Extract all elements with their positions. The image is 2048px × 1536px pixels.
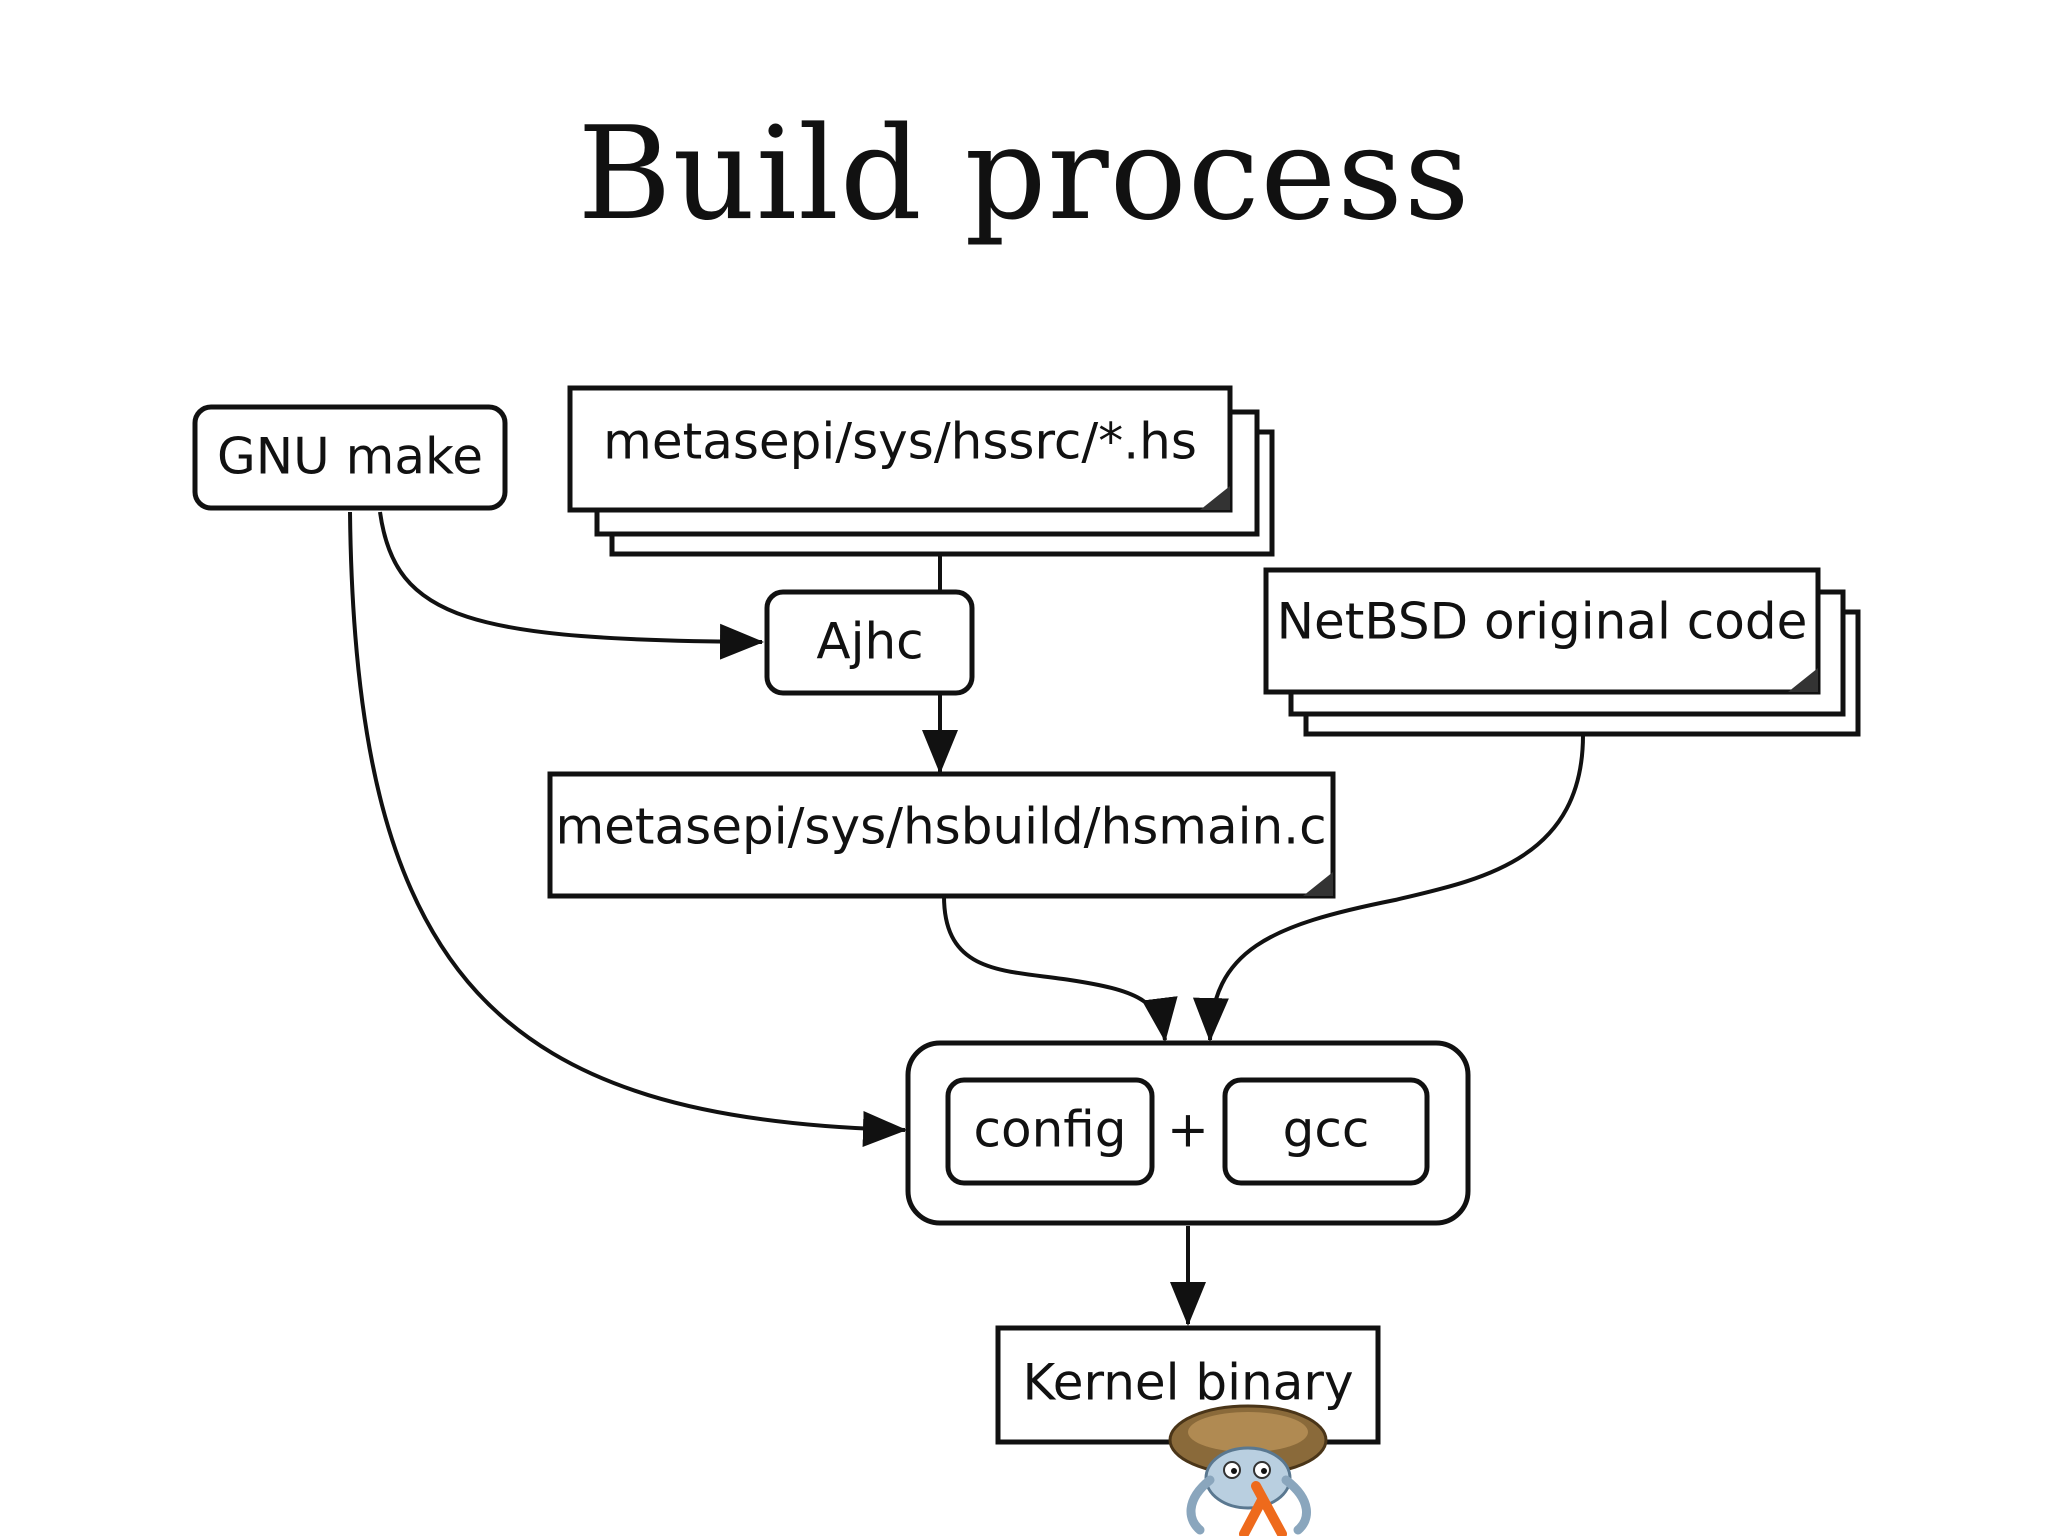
node-hs-sources: metasepi/sys/hssrc/*.hs (567, 385, 1275, 557)
ajhc-label: Ajhc (816, 613, 923, 671)
hs-sources-label: metasepi/sys/hssrc/*.hs (603, 413, 1197, 471)
kernel-label: Kernel binary (1022, 1354, 1353, 1412)
edge-netbsd-to-build (1192, 734, 1585, 1042)
slide-title: Build process (577, 100, 1471, 249)
gcc-label: gcc (1283, 1101, 1370, 1159)
node-gcc: gcc (1222, 1077, 1430, 1186)
node-gnu-make: GNU make (192, 404, 508, 511)
node-netbsd-code: NetBSD original code (1263, 567, 1861, 737)
config-label: config (973, 1101, 1126, 1159)
hsmain-label: metasepi/sys/hsbuild/hsmain.c (555, 798, 1326, 856)
edge-make-to-ajhc (378, 511, 764, 660)
plus-label: + (1167, 1101, 1209, 1159)
node-config: config (945, 1077, 1155, 1186)
node-ajhc: Ajhc (764, 589, 975, 696)
edge-make-to-build (348, 511, 907, 1147)
node-build-group: config + gcc (905, 1040, 1471, 1226)
edge-hsmain-to-build (942, 895, 1178, 1042)
gnu-make-label: GNU make (217, 428, 483, 486)
netbsd-code-label: NetBSD original code (1277, 593, 1808, 651)
node-hsmain: metasepi/sys/hsbuild/hsmain.c (547, 771, 1336, 899)
crab-lambda-mascot-icon (1168, 1404, 1328, 1536)
